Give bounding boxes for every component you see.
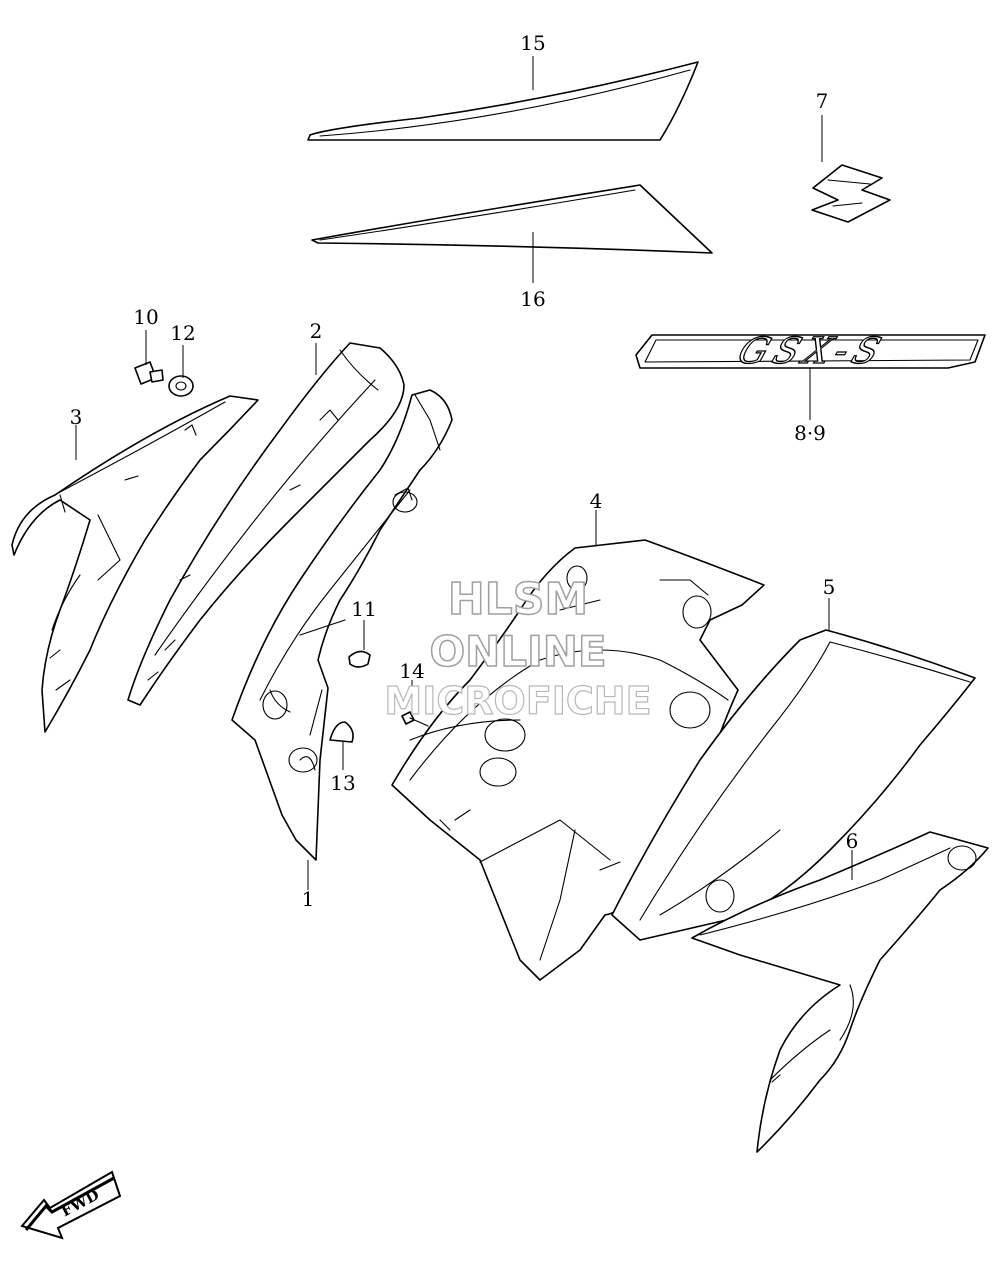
callout-4: 4	[590, 489, 603, 513]
part-13-cushion[interactable]	[329, 721, 354, 743]
part-12-grommet[interactable]	[168, 375, 194, 397]
watermark-line-2: ONLINE	[429, 627, 606, 676]
callout-7: 7	[816, 89, 829, 113]
callout-6: 6	[846, 829, 859, 853]
callout-3: 3	[70, 405, 83, 429]
callout-5: 5	[823, 575, 836, 599]
part-15-stripe-decal[interactable]	[307, 61, 699, 141]
part-3-side-trim[interactable]	[11, 395, 259, 733]
part-1-inner-panel[interactable]	[231, 389, 453, 861]
leader-lines	[75, 56, 853, 890]
part-16-stripe-decal[interactable]	[311, 184, 713, 254]
callout-16: 16	[520, 287, 545, 311]
part-10-bolt[interactable]	[134, 361, 164, 385]
callout-1: 1	[302, 887, 315, 911]
callout-10: 10	[133, 305, 158, 329]
callout-12: 12	[170, 321, 195, 345]
callout-14: 14	[399, 659, 424, 683]
watermark: HLSM ONLINE MICROFICHE	[384, 573, 652, 723]
part-11-clip-nut[interactable]	[348, 650, 371, 668]
callout-15: 15	[520, 31, 545, 55]
watermark-line-3: MICROFICHE	[384, 679, 651, 723]
callout-2: 2	[310, 319, 323, 343]
watermark-line-1: HLSM	[448, 574, 588, 625]
fwd-arrow-icon: FWD	[20, 1170, 122, 1240]
part-5-side-panel[interactable]	[611, 629, 976, 941]
callout-8-9: 8·9	[794, 421, 826, 445]
part-8-9-gsxs-emblem[interactable]: GSX-S	[635, 328, 986, 372]
part-14-screw[interactable]	[401, 711, 429, 727]
part-7-s-emblem[interactable]	[811, 164, 891, 223]
callout-labels: 15 16 7 8·9 10 12 3 2 4 5 11 14 13 1 6	[70, 31, 859, 911]
part-2-side-cover[interactable]	[127, 342, 405, 706]
part-6-lower-fairing[interactable]	[691, 831, 989, 1153]
emblem-text: GSX-S	[732, 329, 892, 372]
callout-13: 13	[330, 771, 355, 795]
callout-11: 11	[351, 597, 376, 621]
